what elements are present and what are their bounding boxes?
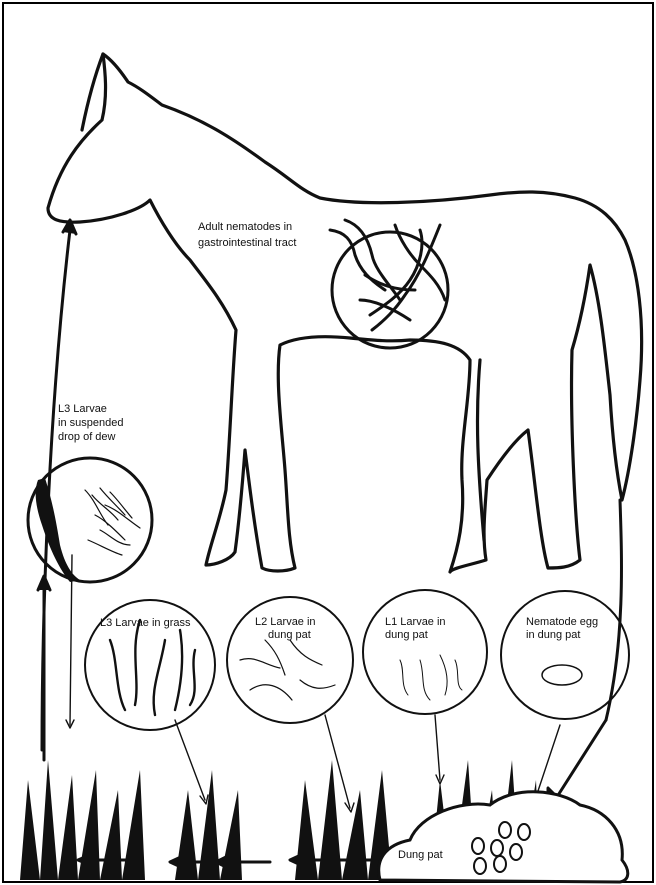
dung-pat-label: Dung pat: [398, 849, 443, 861]
grass-larvae-label: L3 Larvae in grass: [100, 617, 191, 629]
